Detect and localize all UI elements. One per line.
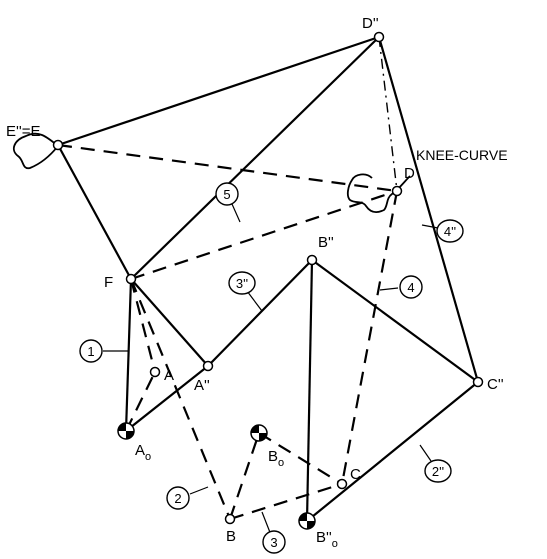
badge-3-label: 3 [270,535,277,550]
link-1 [124,278,133,432]
label-d2: D'' [362,15,379,32]
trace-curve-e [12,132,60,170]
knee-curve-label: KNEE-CURVE [416,147,508,163]
badge-5-label: 5 [223,187,230,202]
badge-3pp-label: 3'' [236,276,248,291]
badge-2: 2 [166,486,190,510]
badge-2pp: 2'' [424,459,452,483]
ground-pivot-a0 [117,422,135,440]
link-f-d2 [130,36,380,280]
leader-2 [189,486,209,495]
link-f-a2 [130,278,209,367]
badge-2-label: 2 [174,491,181,506]
leader-3pp [246,290,263,312]
link-b2-b0b [305,259,314,522]
label-b2: B'' [318,234,334,251]
link-3 [229,482,343,521]
path-d2-d [378,36,398,192]
link-5-lower [130,189,398,281]
link-b0-c [258,432,343,485]
badge-1: 1 [79,339,103,363]
badge-1-label: 1 [87,344,94,359]
knee-curve [346,173,411,213]
joint-f [125,273,137,285]
link-2 [129,278,232,520]
leader-3 [261,511,272,536]
badge-4-label: 4 [407,280,414,295]
badge-3pp: 3'' [228,271,256,295]
leader-4pp [421,224,439,229]
label-a2: A'' [194,377,210,394]
link-2pp [306,381,479,522]
link-a0-a [125,371,156,432]
joint-c2 [472,376,484,388]
link-f-a [129,278,157,373]
label-d: D [404,165,415,182]
joint-c [336,478,348,490]
label-f: F [104,274,113,291]
label-a: A [164,367,174,384]
link-e-f [57,144,132,280]
ground-pivot-b0 [250,424,268,442]
link-3pp [207,259,313,367]
joint-d2 [373,31,385,43]
label-b0b: B''o [316,529,338,550]
badge-4pp: 4'' [436,219,464,243]
link-b-b0 [228,432,261,520]
label-a0: Ao [135,442,151,463]
link-b2-c2 [311,259,479,383]
leader-4 [379,287,399,291]
joint-a2 [202,360,214,372]
link-e-d2 [57,35,380,147]
link-a0-a2 [125,365,209,432]
badge-5: 5 [215,182,239,206]
label-c: C [350,466,361,483]
joint-b2 [306,254,318,266]
ground-pivot-b0b [298,512,316,530]
joint-e [52,139,64,151]
link-d2-c2 [377,36,480,383]
joint-a [149,366,161,378]
leader-5 [231,203,241,223]
badge-4: 4 [399,275,423,299]
joint-d [391,185,403,197]
link-4 [340,190,399,485]
leader-2pp [419,444,432,462]
badge-3: 3 [262,530,286,554]
label-b: B [226,528,236,545]
badge-2pp-label: 2'' [432,464,444,479]
label-c2: C'' [487,376,504,393]
label-b0: Bo [268,448,284,469]
joint-b [224,513,236,525]
link-5-upper [57,143,398,193]
label-e2: E''=E [6,123,41,140]
badge-4pp-label: 4'' [444,224,456,239]
